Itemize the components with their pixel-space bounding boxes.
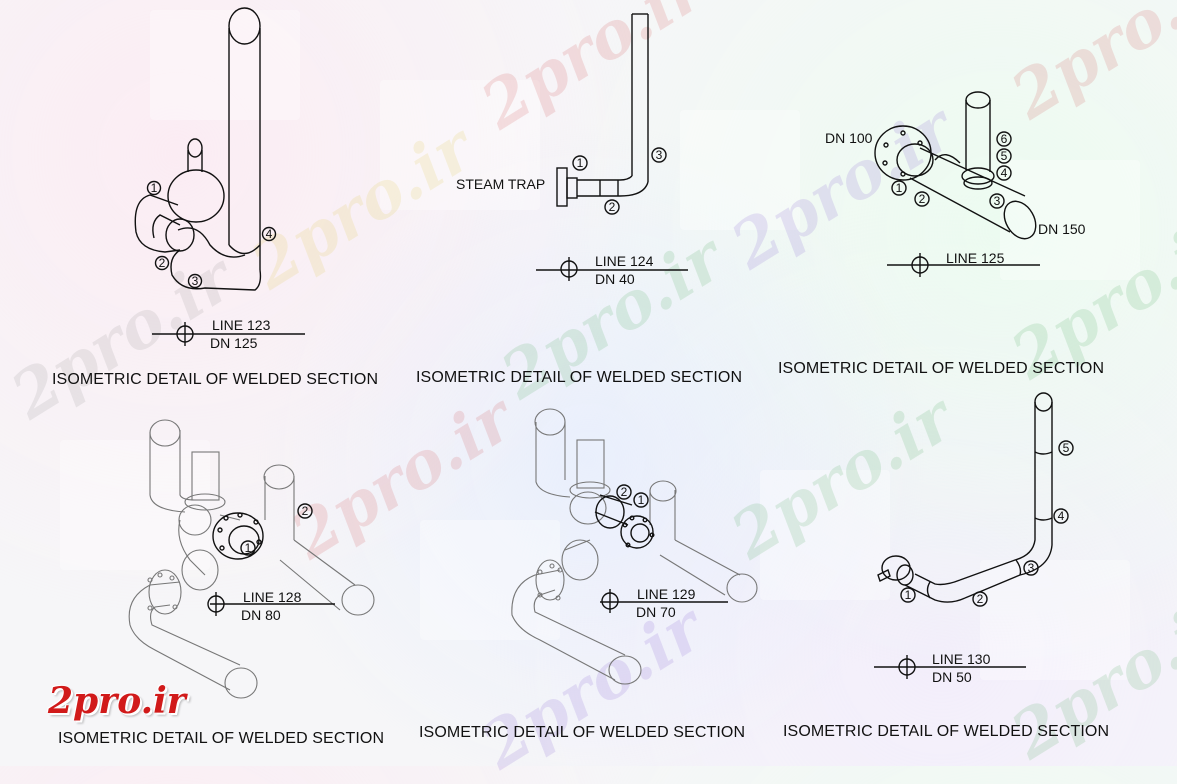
detail-title: ISOMETRIC DETAIL OF WELDED SECTION	[58, 730, 385, 747]
dn-size-label: DN 40	[595, 271, 635, 287]
marker-6: 6	[1001, 132, 1008, 146]
dn-size-label: DN 50	[932, 669, 972, 685]
dn-size-label: DN 125	[210, 335, 258, 351]
background-tiles	[0, 0, 1177, 766]
marker-1: 1	[245, 541, 252, 555]
cad-drawing: 1 2 3 4 1 2 3	[128, 7, 1074, 699]
marker-1: 1	[151, 181, 158, 195]
marker-2: 2	[302, 504, 309, 518]
marker-3: 3	[1028, 561, 1035, 575]
pipe-detail-line-123: 1 2 3 4	[134, 7, 305, 346]
marker-3: 3	[192, 274, 199, 288]
detail-title: ISOMETRIC DETAIL OF WELDED SECTION	[416, 369, 743, 386]
pipe-detail-line-130: 5 4 3 2 1	[874, 392, 1074, 679]
pipe-detail-line-125: 6 5 4 3 2 1	[874, 91, 1040, 277]
marker-2: 2	[919, 192, 926, 206]
pipe-detail-line-128: 1 2	[128, 419, 375, 699]
marker-1: 1	[577, 156, 584, 170]
marker-5: 5	[1063, 441, 1070, 455]
marker-1: 1	[896, 181, 903, 195]
marker-1: 1	[638, 493, 645, 507]
pipe-detail-line-129: 2 1	[511, 408, 758, 685]
marker-5: 5	[1001, 149, 1008, 163]
detail-title: ISOMETRIC DETAIL OF WELDED SECTION	[52, 371, 379, 388]
dn-size-label: DN 80	[241, 607, 281, 623]
marker-2: 2	[159, 256, 166, 270]
marker-4: 4	[1058, 509, 1065, 523]
detail-title: ISOMETRIC DETAIL OF WELDED SECTION	[783, 723, 1110, 740]
marker-2: 2	[621, 485, 628, 499]
marker-3: 3	[994, 194, 1001, 208]
line-number-label: LINE 125	[946, 250, 1005, 266]
pipe-detail-line-124: 1 2 3	[536, 13, 688, 281]
detail-title: ISOMETRIC DETAIL OF WELDED SECTION	[778, 360, 1105, 377]
marker-4: 4	[266, 227, 273, 241]
line-number-label: LINE 130	[932, 651, 991, 667]
dn-size-label: DN 70	[636, 604, 676, 620]
detail-title: ISOMETRIC DETAIL OF WELDED SECTION	[419, 724, 746, 741]
line-number-label: LINE 123	[212, 317, 271, 333]
dn-150-label: DN 150	[1038, 221, 1086, 237]
marker-3: 3	[656, 148, 663, 162]
marker-1: 1	[905, 588, 912, 602]
steam-trap-label: STEAM TRAP	[456, 176, 546, 192]
dn-100-label: DN 100	[825, 130, 873, 146]
line-number-label: LINE 128	[243, 589, 302, 605]
marker-2: 2	[977, 592, 984, 606]
site-logo[interactable]: 2pro.ir	[48, 680, 186, 722]
line-number-label: LINE 129	[637, 586, 696, 602]
marker-2: 2	[609, 200, 616, 214]
marker-4: 4	[1001, 166, 1008, 180]
line-number-label: LINE 124	[595, 253, 654, 269]
